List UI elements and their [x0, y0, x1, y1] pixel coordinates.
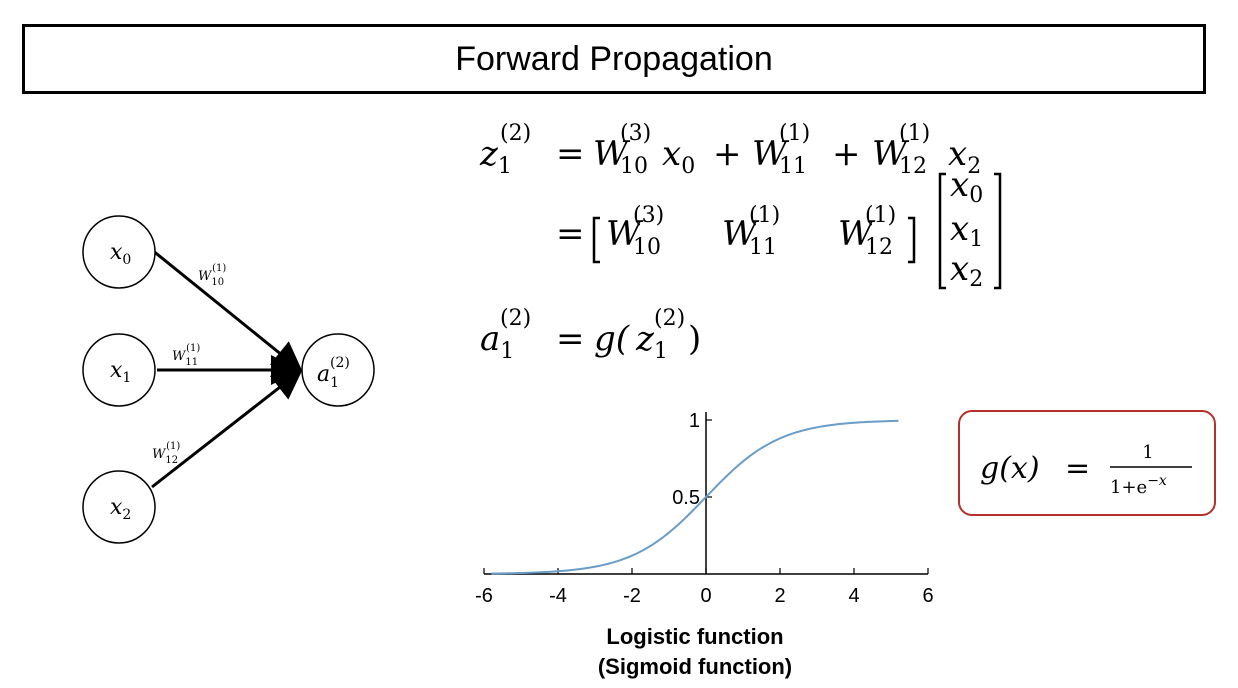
- svg-text:x1: x1: [110, 358, 131, 386]
- svg-text:+: +: [832, 134, 861, 174]
- svg-text:=: =: [1065, 451, 1090, 486]
- equation-line-1: z1 (2) = W (3) 10 x0 + W (1) 11 + W (1) …: [479, 121, 981, 179]
- svg-text:x2: x2: [110, 495, 131, 523]
- y-tick-label: 0.5: [672, 487, 700, 509]
- svg-text:(3): (3): [620, 121, 651, 146]
- svg-text:x0: x0: [950, 165, 983, 208]
- x-tick-label: -2: [623, 585, 641, 607]
- node-a1: a1(2): [301, 333, 375, 407]
- svg-text:W: W: [593, 134, 631, 174]
- svg-text:x0: x0: [110, 240, 131, 268]
- svg-text:(1): (1): [749, 203, 780, 228]
- svg-text:11: 11: [749, 235, 777, 260]
- y-tick-label: 1: [689, 410, 700, 432]
- weight-label-w12: W12(1): [152, 441, 180, 466]
- formula-box: [958, 410, 1216, 516]
- svg-text:+: +: [713, 134, 742, 174]
- svg-text:10: 10: [633, 235, 661, 260]
- x-tick-label: 2: [774, 585, 785, 607]
- node-x0: x0: [82, 215, 156, 289]
- x-tick-label: 4: [848, 585, 859, 607]
- svg-text:12: 12: [865, 235, 893, 260]
- svg-text:(1): (1): [865, 203, 896, 228]
- svg-text:(1): (1): [899, 121, 930, 146]
- svg-text:a1(2): a1(2): [317, 355, 350, 391]
- sigmoid-formula: g(x) = 1 1+e−x: [980, 442, 1192, 498]
- svg-text:11: 11: [779, 154, 807, 179]
- svg-text:W: W: [838, 214, 876, 254]
- equation-line-2: = W (3) 10 W (1) 11 W (1) 12 x0 x1 x2: [556, 165, 1002, 292]
- node-x2: x2: [82, 470, 156, 544]
- chart-caption-line-2: (Sigmoid function): [597, 654, 793, 679]
- svg-text:1+e−x: 1+e−x: [1110, 473, 1167, 498]
- svg-text:): ): [688, 319, 701, 359]
- sigmoid-chart: -6 -4 -2 0 2 4 6 1 0.5: [475, 410, 933, 607]
- node-x0-label: x: [110, 240, 123, 265]
- svg-text:(2): (2): [654, 306, 685, 331]
- svg-text:(2): (2): [500, 121, 531, 146]
- svg-text:z1: z1: [635, 319, 668, 364]
- node-a1-label: a: [317, 362, 330, 387]
- svg-text:z1: z1: [479, 134, 512, 179]
- svg-text:x1: x1: [950, 209, 983, 252]
- svg-text:x2: x2: [950, 249, 983, 292]
- svg-text:=: =: [556, 319, 585, 359]
- page-title: Forward Propagation: [22, 24, 1206, 94]
- svg-text:W: W: [606, 214, 644, 254]
- svg-text:10: 10: [620, 154, 648, 179]
- svg-text:W: W: [872, 134, 910, 174]
- x-tick-label: 0: [700, 585, 711, 607]
- svg-text:(3): (3): [633, 203, 664, 228]
- svg-text:=: =: [556, 214, 585, 254]
- svg-text:W: W: [752, 134, 790, 174]
- node-x1-label: x: [110, 358, 123, 383]
- svg-text:(1): (1): [779, 121, 810, 146]
- svg-text:12: 12: [899, 154, 927, 179]
- svg-text:W: W: [722, 214, 760, 254]
- x-tick-label: -4: [549, 585, 567, 607]
- svg-text:x2: x2: [948, 134, 981, 179]
- weight-label-w11: W11(1): [172, 343, 200, 368]
- svg-text:x0: x0: [662, 134, 695, 179]
- svg-text:(2): (2): [500, 306, 531, 331]
- x-tick-label: 6: [922, 585, 933, 607]
- x-tick-label: -6: [475, 585, 493, 607]
- edge-x0-a1: [151, 248, 303, 372]
- node-x2-label: x: [110, 495, 123, 520]
- svg-text:g(x): g(x): [980, 451, 1040, 486]
- weight-label-w10: W10(1): [198, 263, 226, 288]
- svg-text:g(: g(: [594, 319, 630, 359]
- equation-line-3: a1 (2) = g( z1 (2) ): [480, 306, 701, 364]
- svg-text:1: 1: [1142, 442, 1153, 463]
- sigmoid-curve: [491, 419, 899, 575]
- node-x1: x1: [82, 333, 156, 407]
- chart-caption-line-1: Logistic function: [606, 624, 784, 649]
- svg-text:=: =: [556, 134, 585, 174]
- edge-x2-a1: [151, 369, 303, 489]
- svg-text:a1: a1: [480, 319, 514, 364]
